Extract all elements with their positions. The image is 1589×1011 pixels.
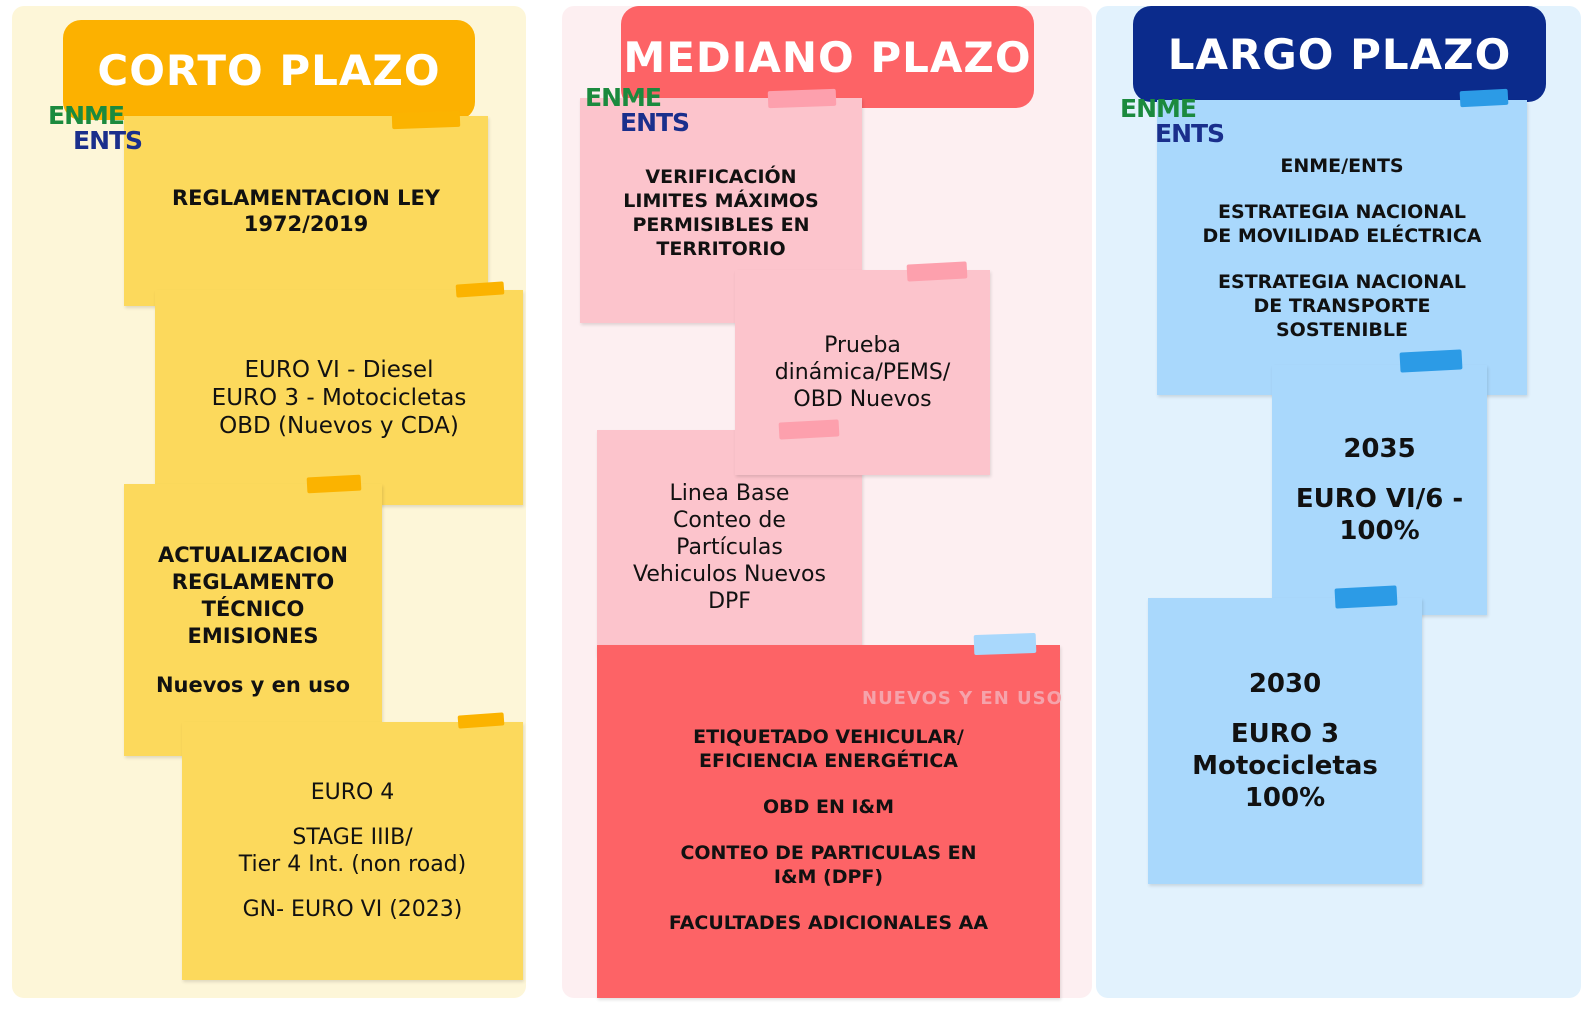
short-note-euro-standards: EURO VI - Diesel EURO 3 - Motocicletas O… xyxy=(155,290,523,505)
tape xyxy=(306,474,362,494)
enme-ents-logo: ENME ENTS xyxy=(585,83,690,137)
tape xyxy=(1399,349,1463,373)
medium-note-labeling: ETIQUETADO VEHICULAR/ EFICIENCIA ENERGÉT… xyxy=(597,645,1060,998)
short-term-header: CORTO PLAZO xyxy=(63,20,475,120)
short-note-euro4-stage: EURO 4 STAGE IIIB/ Tier 4 Int. (non road… xyxy=(182,722,523,980)
short-note-technical-regulation: ACTUALIZACION REGLAMENTO TÉCNICO EMISION… xyxy=(124,484,382,756)
tape xyxy=(767,88,837,109)
long-term-header: LARGO PLAZO xyxy=(1133,6,1546,102)
short-term-title: CORTO PLAZO xyxy=(97,45,441,95)
medium-note-dynamic-test: Prueba dinámica/PEMS/ OBD Nuevos xyxy=(735,270,990,475)
enme-ents-logo: ENME ENTS xyxy=(1120,94,1225,148)
medium-term-title: MEDIANO PLAZO xyxy=(623,32,1032,82)
new-and-in-use-tag: NUEVOS Y EN USO xyxy=(862,688,1063,709)
tape xyxy=(391,110,461,130)
tape xyxy=(906,261,968,282)
tape xyxy=(1459,88,1509,108)
tape xyxy=(973,632,1037,656)
long-term-title: LARGO PLAZO xyxy=(1167,29,1512,79)
long-note-2030: 2030 EURO 3 Motocicletas 100% xyxy=(1148,598,1422,884)
tape xyxy=(1334,585,1398,609)
short-note-regulation-law: REGLAMENTACION LEY 1972/2019 xyxy=(124,116,488,306)
tape xyxy=(778,419,840,440)
long-note-national-strategies: ENME/ENTS ESTRATEGIA NACIONAL DE MOVILID… xyxy=(1157,100,1527,395)
medium-note-verification: VERIFICACIÓN LIMITES MÁXIMOS PERMISIBLES… xyxy=(580,98,862,323)
long-note-2035: 2035 EURO VI/6 - 100% xyxy=(1272,365,1487,615)
enme-ents-logo: ENME ENTS xyxy=(48,101,143,155)
